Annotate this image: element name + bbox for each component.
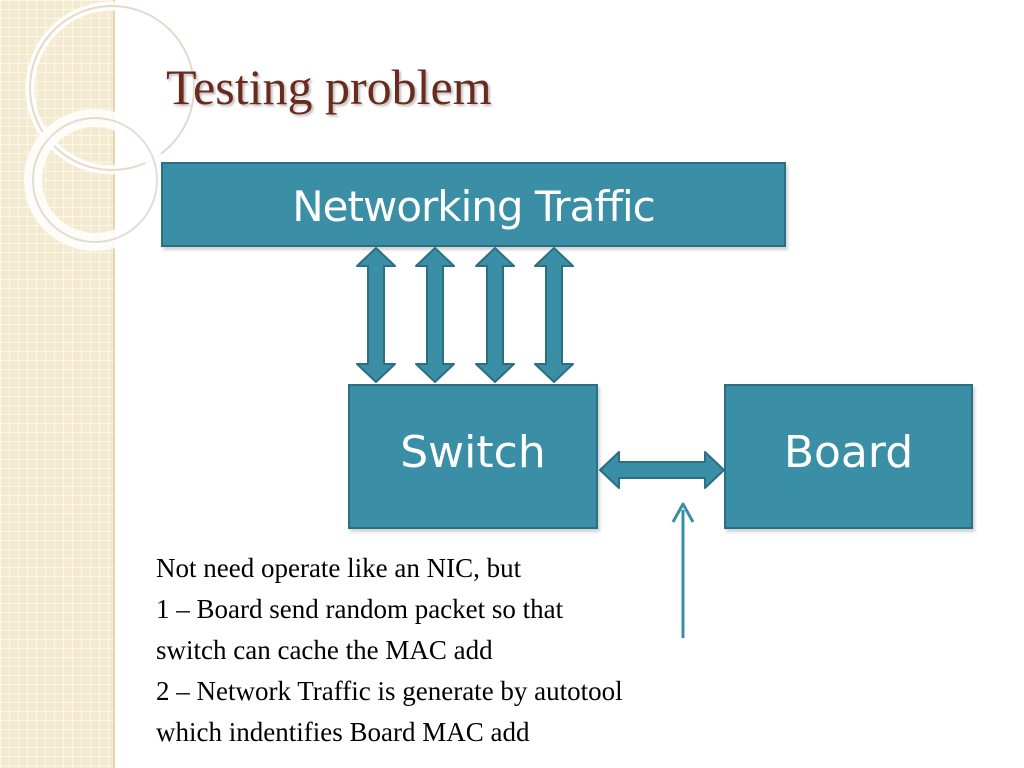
pointer-arrow [671,502,695,638]
switch-board-arrow [599,451,725,489]
decorative-circles [24,1,199,251]
note-line: which indentifies Board MAC add [156,717,530,747]
networking-traffic-label: Networking Traffic [292,182,655,231]
note-line: Not need operate like an NIC, but [156,553,522,583]
board-label: Board [783,427,914,478]
double-arrow-3 [475,247,515,383]
switch-label: Switch [400,427,546,478]
note-text: Not need operate like an NIC, but 1 – Bo… [156,548,623,753]
note-line: 1 – Board send random packet so that [156,594,564,624]
note-line: 2 – Network Traffic is generate by autot… [156,676,623,706]
double-arrow-2 [415,247,455,383]
board-box: Board [724,384,973,529]
slide-title: Testing problem [166,59,492,115]
double-arrow-4 [534,247,574,383]
note-line: switch can cache the MAC add [156,635,493,665]
double-arrow-1 [356,247,396,383]
decorative-side-line [113,0,115,768]
switch-box: Switch [348,384,598,529]
networking-traffic-box: Networking Traffic [161,162,786,247]
